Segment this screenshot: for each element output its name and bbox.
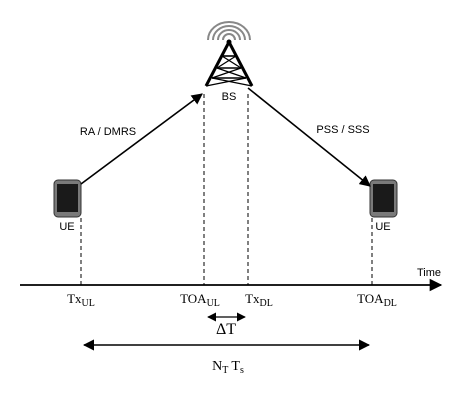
ue-left-label: UE (59, 221, 74, 233)
tx-dl-label: TxDL (245, 291, 273, 309)
smartphone-icon (53, 179, 82, 218)
ue-right-label: UE (375, 221, 390, 233)
bs-label: BS (222, 91, 237, 103)
toa-dl-label: TOADL (357, 291, 397, 309)
tx-ul-label: TxUL (67, 291, 95, 309)
uplink-arrow (80, 93, 203, 185)
delta-t-label: ΔT (216, 321, 236, 338)
downlink-arrow (247, 87, 371, 187)
cell-tower-icon (204, 21, 254, 87)
smartphone-icon (369, 179, 398, 218)
time-markers (80, 94, 373, 285)
uplink-label: RA / DMRS (80, 126, 136, 138)
time-axis-label: Time (417, 267, 441, 279)
downlink-label: PSS / SSS (316, 124, 369, 136)
toa-ul-label: TOAUL (180, 291, 220, 309)
